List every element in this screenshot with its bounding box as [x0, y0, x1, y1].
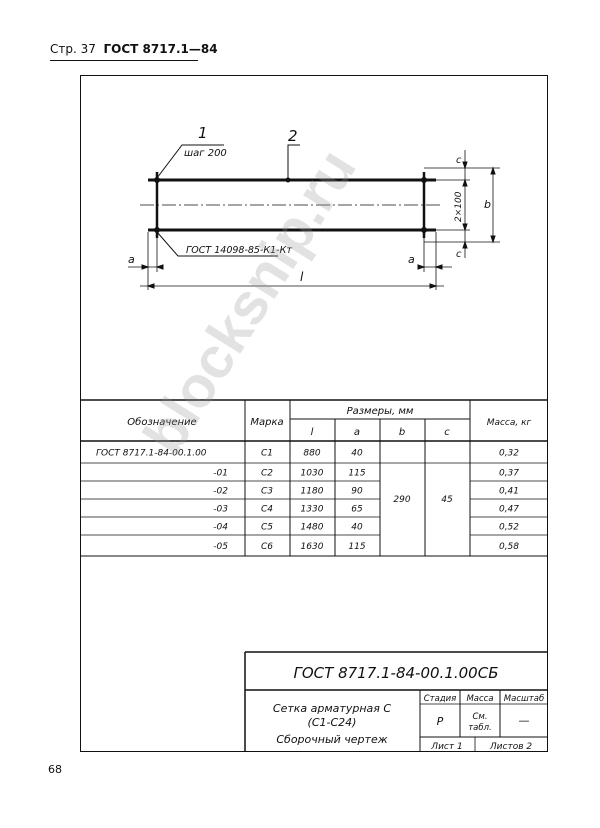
- header-sizes: Размеры, мм: [347, 406, 414, 417]
- drawing-labels: 1 2 шаг 200 ГОСТ 14098-85-К1-Кт c c 2×10…: [128, 124, 491, 284]
- header-rule: [50, 60, 198, 61]
- cell-mark: С5: [261, 523, 273, 533]
- weld-point: [154, 177, 160, 183]
- cell-mark: С2: [261, 469, 273, 479]
- header-a: a: [354, 427, 360, 438]
- stage-value: Р: [437, 715, 444, 728]
- table-headers: Обозначение Марка Размеры, мм l a b c Ма…: [127, 406, 531, 438]
- cell-a: 115: [348, 469, 365, 479]
- page-number: 68: [48, 763, 62, 776]
- cell-mark: С3: [261, 487, 273, 497]
- cell-designation: -05: [213, 542, 228, 552]
- cell-l: 1030: [301, 469, 324, 479]
- weld-point: [421, 177, 427, 183]
- step-note: шаг 200: [184, 148, 227, 159]
- sheet-number: Лист 1: [430, 742, 462, 752]
- doc-code: ГОСТ 8717.1-84-00.1.00СБ: [294, 664, 499, 682]
- table-row: -01 С2 1030 115 0,37: [213, 469, 519, 479]
- dim-arrows: [146, 283, 438, 289]
- cell-l: 1630: [301, 542, 324, 552]
- cell-mass: 0,32: [499, 449, 519, 459]
- sheet-count: Листов 2: [489, 742, 532, 752]
- cell-l: 1480: [301, 523, 324, 533]
- leader-1-line: [156, 144, 224, 179]
- table-row: -05 С6 1630 115 0,58: [213, 542, 519, 552]
- dim-a-right: a: [408, 253, 415, 266]
- mass-value-line2: табл.: [468, 723, 492, 733]
- merged-b-value: 290: [393, 495, 410, 505]
- cell-a: 65: [351, 505, 363, 515]
- doc-name-line1: Сетка арматурная С: [273, 702, 391, 715]
- dim-b: b: [484, 198, 491, 211]
- cell-mark: С6: [261, 542, 273, 552]
- cell-a: 40: [351, 523, 363, 533]
- header-b: b: [399, 427, 405, 438]
- cell-a: 40: [351, 449, 363, 459]
- dim-c-bottom: c: [456, 249, 462, 260]
- title-block: [244, 651, 548, 752]
- dim-c-top: c: [456, 155, 462, 166]
- cell-a: 90: [351, 487, 363, 497]
- cell-mass: 0,37: [499, 469, 519, 479]
- doc-name-line2: (С1-С24): [308, 716, 357, 729]
- cell-mark: С1: [261, 449, 273, 459]
- cell-a: 115: [348, 542, 365, 552]
- cell-designation: -01: [213, 469, 228, 479]
- merged-c-value: 45: [441, 495, 453, 505]
- weld-point: [421, 227, 427, 233]
- header-mark: Марка: [250, 417, 283, 428]
- dim-arrows: [490, 166, 496, 244]
- header-doc: ГОСТ 8717.1—84: [103, 42, 218, 56]
- dim-l: l: [300, 270, 304, 284]
- table-row: ГОСТ 8717.1-84-00.1.00 С1 880 40 0,32: [96, 449, 519, 459]
- mass-value-line1: См.: [472, 712, 487, 722]
- header-designation: Обозначение: [127, 416, 196, 428]
- dim-arrows: [462, 161, 468, 249]
- header-page: Стр. 37: [50, 42, 96, 56]
- table-row: -03 С4 1330 65 0,47: [213, 505, 519, 515]
- table-row: -04 С5 1480 40 0,52: [213, 523, 519, 533]
- title-block-text: ГОСТ 8717.1-84-00.1.00СБ Сетка арматурна…: [273, 664, 544, 752]
- cell-designation: -03: [213, 505, 228, 515]
- weld-point: [154, 227, 160, 233]
- header-mass: Масса, кг: [487, 418, 532, 428]
- cell-l: 1330: [301, 505, 324, 515]
- leader-1-label: 1: [198, 124, 208, 142]
- cell-mark: С4: [261, 505, 273, 515]
- header-l: l: [311, 427, 314, 438]
- dim-arrows: [141, 264, 443, 270]
- page-header: Стр. 37 ГОСТ 8717.1—84: [50, 42, 218, 56]
- header-c: c: [444, 427, 450, 438]
- dim-mid: 2×100: [454, 191, 464, 222]
- cell-designation: ГОСТ 8717.1-84-00.1.00: [96, 449, 207, 459]
- cell-mass: 0,47: [499, 505, 519, 515]
- drawing-frame: [80, 75, 548, 752]
- cell-designation: -04: [213, 523, 228, 533]
- leader-2-line: [287, 144, 300, 180]
- mass-header: Масса: [466, 694, 493, 704]
- cell-designation: -02: [213, 487, 228, 497]
- stage-header: Стадия: [424, 694, 457, 704]
- scale-header: Масштаб: [504, 694, 544, 704]
- doc-name-line3: Сборочный чертеж: [276, 733, 387, 746]
- cell-mass: 0,58: [499, 542, 519, 552]
- table-row: -02 С3 1180 90 0,41: [213, 487, 519, 497]
- spec-table: [80, 399, 548, 557]
- cell-l: 880: [303, 449, 320, 459]
- cell-mass: 0,41: [499, 487, 519, 497]
- cell-l: 1180: [301, 487, 324, 497]
- mesh-drawing: [128, 144, 500, 290]
- weld-note: ГОСТ 14098-85-К1-Кт: [186, 245, 292, 256]
- leader-2-label: 2: [288, 127, 298, 145]
- dim-a-left: a: [128, 253, 135, 266]
- cell-mass: 0,52: [499, 523, 519, 533]
- table-rows: ГОСТ 8717.1-84-00.1.00 С1 880 40 0,32 -01 С2 10…: [96, 449, 519, 553]
- weld-leader-line: [156, 231, 278, 257]
- scale-value: —: [519, 714, 530, 727]
